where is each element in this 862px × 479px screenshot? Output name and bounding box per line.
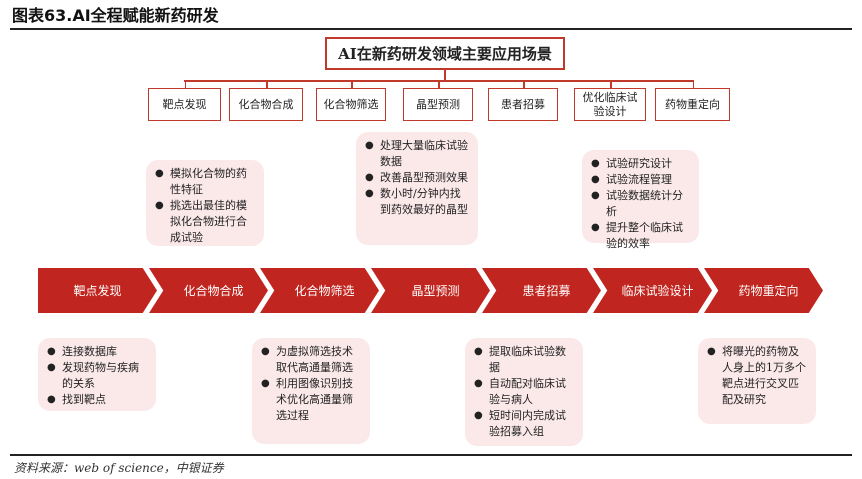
- connector: [444, 70, 446, 80]
- bullet-item: 处理大量临床试验数据: [365, 138, 470, 170]
- stage-label: 患者招募: [522, 284, 571, 298]
- category-label: 患者招募: [501, 97, 545, 111]
- stage-arrow: 药物重定向: [704, 268, 823, 313]
- category-label: 药物重定向: [665, 97, 720, 111]
- connector: [692, 80, 694, 88]
- top-rule: [10, 28, 852, 30]
- root-box: AI在新药研发领域主要应用场景: [325, 37, 565, 70]
- category-label: 化合物筛选: [323, 97, 379, 111]
- bullet-list: 提取临床试验数据自动配对临床试验与病人短时间内完成试验招募入组: [473, 344, 575, 440]
- stage-arrow: 患者招募: [482, 268, 601, 313]
- category-label: 晶型预测: [416, 97, 460, 111]
- callout-box: 处理大量临床试验数据改善晶型预测效果数小时/分钟内找到药效最好的晶型: [356, 132, 478, 245]
- bullet-list: 连接数据库发现药物与疾病的关系找到靶点: [46, 344, 148, 408]
- bullet-item: 连接数据库: [47, 344, 148, 360]
- category-box: 药物重定向: [655, 88, 730, 121]
- bullet-item: 利用图像识别技术优化高通量筛选过程: [261, 376, 362, 424]
- callout-box: 提取临床试验数据自动配对临床试验与病人短时间内完成试验招募入组: [465, 338, 583, 446]
- bullet-item: 试验研究设计: [591, 156, 691, 172]
- bullet-list: 处理大量临床试验数据改善晶型预测效果数小时/分钟内找到药效最好的晶型: [364, 138, 470, 218]
- bullet-list: 为虚拟筛选技术取代高通量筛选利用图像识别技术优化高通量筛选过程: [260, 344, 362, 424]
- bullet-item: 将曝光的药物及人身上的1万多个靶点进行交叉匹配及研究: [707, 344, 808, 408]
- connector: [184, 80, 186, 88]
- category-box: 化合物筛选: [316, 88, 386, 121]
- connector: [351, 80, 353, 88]
- bullet-list: 试验研究设计试验流程管理试验数据统计分析提升整个临床试验的效率: [590, 156, 691, 252]
- stage-arrow: 临床试验设计: [593, 268, 712, 313]
- stage-arrow: 晶型预测: [371, 268, 490, 313]
- bullet-item: 试验数据统计分析: [591, 188, 691, 220]
- category-box: 靶点发现: [148, 88, 221, 121]
- category-box: 晶型预测: [403, 88, 473, 121]
- category-label: 化合物合成: [238, 97, 294, 111]
- stage-label: 化合物合成: [183, 284, 244, 298]
- figure-title: 图表63.AI全程赋能新药研发: [12, 6, 219, 25]
- category-box: 化合物合成: [229, 88, 303, 121]
- bullet-item: 短时间内完成试验招募入组: [474, 408, 575, 440]
- bullet-item: 自动配对临床试验与病人: [474, 376, 575, 408]
- bullet-item: 提升整个临床试验的效率: [591, 220, 691, 252]
- category-box: 优化临床试验设计: [574, 88, 646, 121]
- callout-box: 连接数据库发现药物与疾病的关系找到靶点: [38, 338, 156, 411]
- stage-label: 临床试验设计: [621, 284, 694, 298]
- bullet-item: 找到靶点: [47, 392, 148, 408]
- bullet-item: 试验流程管理: [591, 172, 691, 188]
- stage-label: 靶点发现: [73, 284, 122, 298]
- stage-arrow: 化合物合成: [149, 268, 268, 313]
- stage-label: 化合物筛选: [294, 284, 355, 298]
- stage-arrow: 化合物筛选: [260, 268, 379, 313]
- stage-arrow: 靶点发现: [38, 268, 157, 313]
- bottom-rule: [10, 454, 852, 456]
- bullet-item: 发现药物与疾病的关系: [47, 360, 148, 392]
- callout-box: 为虚拟筛选技术取代高通量筛选利用图像识别技术优化高通量筛选过程: [252, 338, 370, 444]
- bullet-item: 提取临床试验数据: [474, 344, 575, 376]
- stage-label: 药物重定向: [738, 284, 799, 298]
- callout-box: 将曝光的药物及人身上的1万多个靶点进行交叉匹配及研究: [698, 338, 816, 424]
- bullet-list: 将曝光的药物及人身上的1万多个靶点进行交叉匹配及研究: [706, 344, 808, 408]
- connector: [610, 80, 612, 88]
- category-label: 靶点发现: [162, 97, 207, 111]
- source-note: 资料来源：web of science，中银证券: [14, 461, 224, 475]
- bullet-item: 挑选出最佳的模拟化合物进行合成试验: [155, 198, 256, 246]
- bullet-list: 模拟化合物的药性特征挑选出最佳的模拟化合物进行合成试验: [154, 166, 256, 246]
- bullet-item: 改善晶型预测效果: [365, 170, 470, 186]
- stage-label: 晶型预测: [411, 284, 460, 298]
- bullet-item: 模拟化合物的药性特征: [155, 166, 256, 198]
- callout-box: 试验研究设计试验流程管理试验数据统计分析提升整个临床试验的效率: [582, 150, 699, 250]
- connector: [438, 80, 440, 88]
- category-box: 患者招募: [488, 88, 558, 121]
- callout-box: 模拟化合物的药性特征挑选出最佳的模拟化合物进行合成试验: [146, 160, 264, 246]
- bullet-item: 数小时/分钟内找到药效最好的晶型: [365, 186, 470, 218]
- connector: [266, 80, 268, 88]
- bullet-item: 为虚拟筛选技术取代高通量筛选: [261, 344, 362, 376]
- connector: [523, 80, 525, 88]
- category-label: 优化临床试验设计: [582, 90, 638, 118]
